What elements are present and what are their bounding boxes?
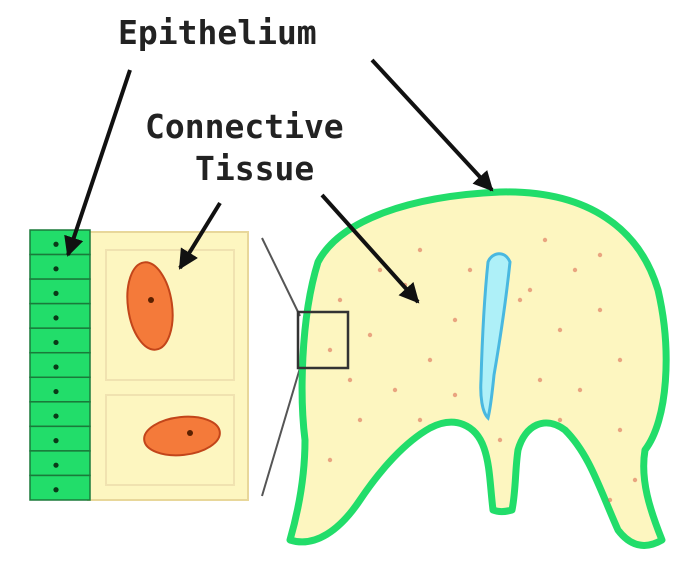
fiber-dot [558,418,562,422]
epithelial-cell-nucleus [53,463,58,468]
epithelial-cell-nucleus [53,291,58,296]
fiber-dot [418,418,422,422]
fiber-dot [618,428,622,432]
fiber-dot [543,238,547,242]
fiber-dot [358,418,362,422]
fiber-dot [453,393,457,397]
fibroblast-nucleus-lower [187,430,193,436]
fiber-dot [393,388,397,392]
fiber-dot [338,298,342,302]
epithelial-cell [30,328,90,353]
fiber-dot [598,308,602,312]
epithelial-cell-nucleus [53,315,58,320]
epithelial-cell [30,279,90,304]
epithelial-cell-nucleus [53,413,58,418]
epithelial-cell-nucleus [53,266,58,271]
fiber-dot [348,378,352,382]
fiber-dot [518,298,522,302]
fiber-dot [528,288,532,292]
zoom-line-bottom [262,368,300,496]
fiber-dot [618,358,622,362]
connective-tissue-label-line1: Connective [145,107,344,146]
epithelial-cell [30,353,90,378]
epithelial-cell-column [30,230,90,500]
fiber-dot [598,253,602,257]
fiber-dot [378,268,382,272]
epithelial-cell [30,255,90,280]
fiber-dot [538,378,542,382]
epithelial-cell [30,377,90,402]
epithelial-cell [30,451,90,476]
inset-connective-panel [88,232,248,500]
epithelium-label: Epithelium [118,13,317,52]
epithelial-cell [30,402,90,427]
fibroblast-nucleus-upper [148,297,154,303]
epithelial-cell [30,426,90,451]
fiber-dot [418,248,422,252]
fiber-dot [428,358,432,362]
arrow-epithelium-to-inset [68,70,130,255]
fiber-dot [328,348,332,352]
epithelial-cell [30,230,90,255]
epithelial-cell-nucleus [53,364,58,369]
zoom-line-top [262,238,300,316]
fiber-dot [558,328,562,332]
connective-tissue-label-line2: Tissue [195,149,314,188]
fiber-dot [453,318,457,322]
epithelial-cell-nucleus [53,242,58,247]
fiber-dot [368,333,372,337]
fiber-dot [573,268,577,272]
epithelial-cell [30,475,90,500]
epithelial-cell-nucleus [53,487,58,492]
epithelial-cell-nucleus [53,389,58,394]
fiber-dot [608,498,612,502]
epithelial-cell [30,304,90,329]
epithelial-cell-nucleus [53,340,58,345]
fiber-dot [468,268,472,272]
fiber-dot [633,478,637,482]
fiber-dot [328,458,332,462]
fiber-dot [498,438,502,442]
arrow-epithelium-to-section [372,60,492,190]
fiber-dot [578,388,582,392]
epithelial-cell-nucleus [53,438,58,443]
